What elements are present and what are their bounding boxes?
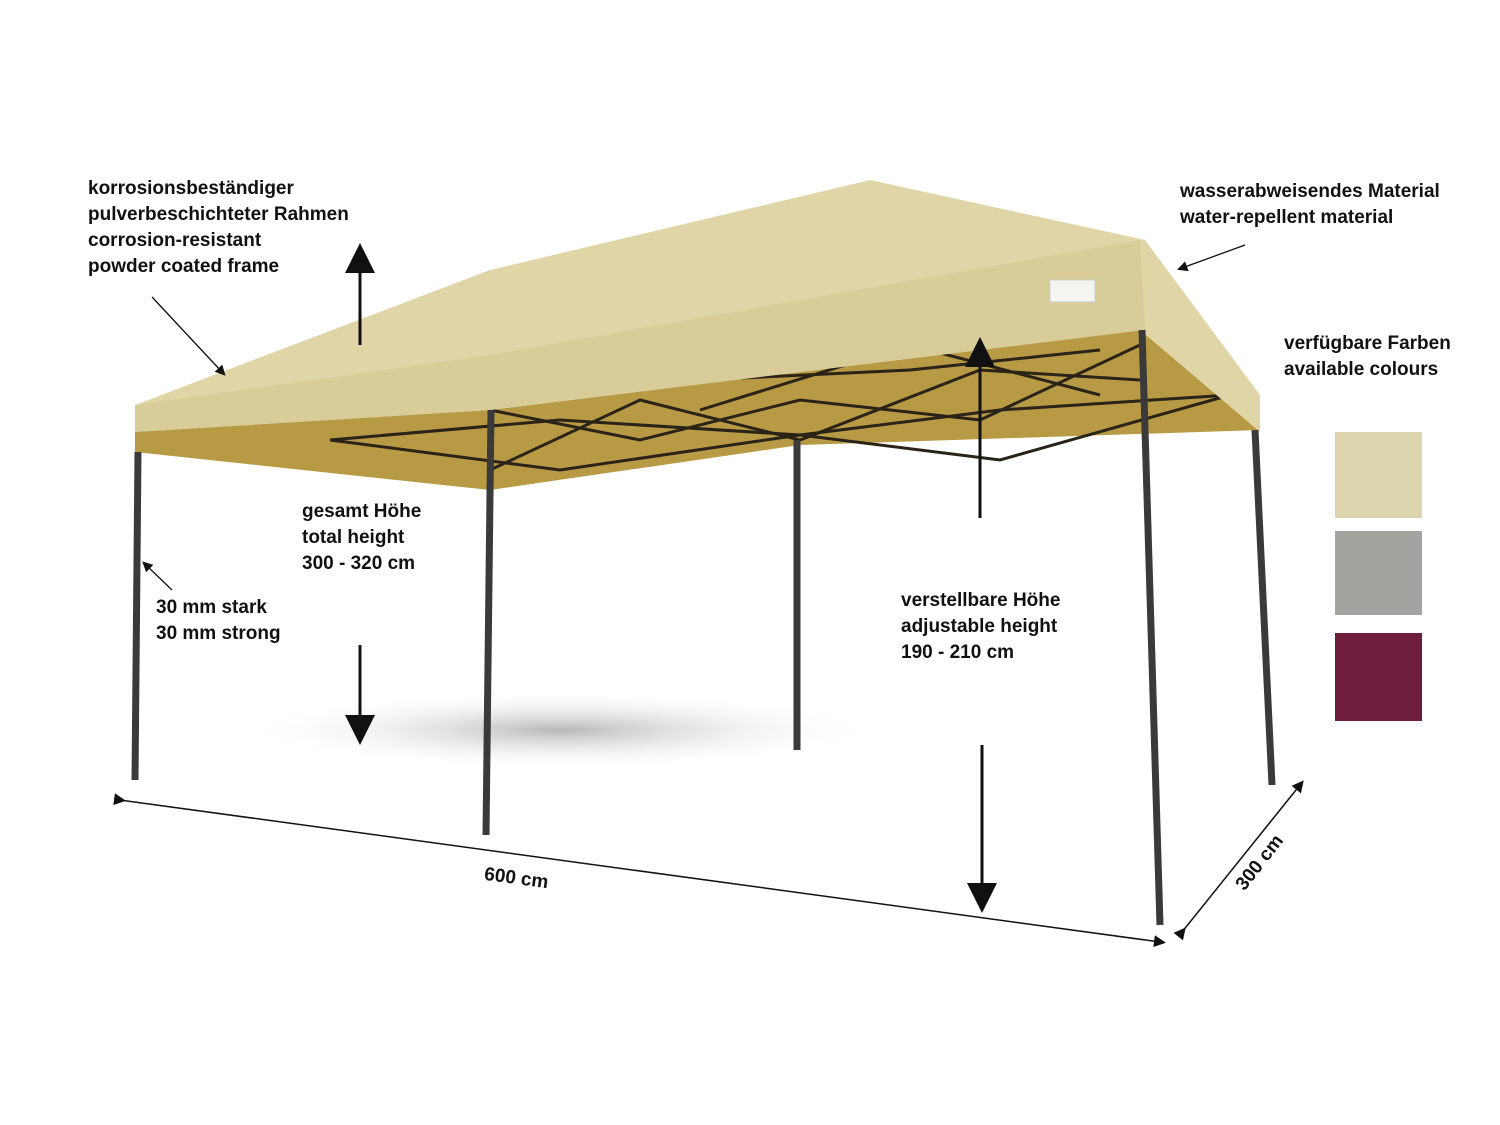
frame-text-en-1: corrosion-resistant (88, 230, 262, 251)
colours-text-en: available colours (1284, 359, 1439, 380)
leg-pointer-arrow (142, 561, 173, 591)
total-height-text-de: gesamt Höhe (302, 501, 422, 522)
colour-swatch-beige (1335, 432, 1422, 518)
colours-text-de: verfügbare Farben (1284, 333, 1451, 354)
ground-shadow (240, 690, 880, 770)
colour-swatch-grey (1335, 531, 1422, 615)
total-height-text-en: total height (302, 527, 405, 548)
material-text-en: water-repellent material (1180, 207, 1394, 228)
canopy-valance (135, 240, 1145, 432)
frame-text-de-1: korrosionsbeständiger (88, 178, 294, 199)
adjustable-height-text-en: adjustable height (901, 616, 1058, 637)
frame-pointer-arrow (151, 296, 226, 376)
total-height-value: 300 - 320 cm (302, 553, 416, 574)
colour-swatch-bordeaux (1335, 633, 1422, 721)
material-annotation: wasserabweisendes Material water-repelle… (1180, 179, 1440, 231)
colours-annotation: verfügbare Farben available colours (1284, 331, 1451, 383)
leg-text-de: 30 mm stark (156, 597, 267, 618)
material-text-de: wasserabweisendes Material (1180, 181, 1440, 202)
frame-annotation: korrosionsbeständiger pulverbeschichtete… (88, 176, 349, 280)
adjustable-height-annotation: verstellbare Höhe adjustable height 190 … (901, 588, 1060, 666)
adjustable-height-value: 190 - 210 cm (901, 642, 1015, 663)
adjustable-height-text-de: verstellbare Höhe (901, 590, 1061, 611)
width-dimension-line (1173, 780, 1304, 941)
frame-text-en-2: powder coated frame (88, 256, 280, 277)
brand-label (1049, 279, 1096, 303)
length-dimension-line (113, 793, 1166, 948)
leg-annotation: 30 mm stark 30 mm strong (156, 595, 281, 647)
total-height-annotation: gesamt Höhe total height 300 - 320 cm (302, 499, 421, 577)
leg-text-en: 30 mm strong (156, 623, 281, 644)
frame-text-de-2: pulverbeschichteter Rahmen (88, 204, 349, 225)
material-pointer-arrow (1177, 244, 1246, 272)
